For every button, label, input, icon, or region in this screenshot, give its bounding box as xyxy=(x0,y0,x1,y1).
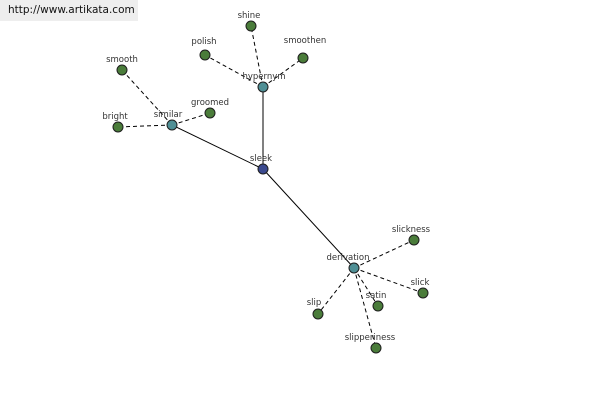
node-polish[interactable] xyxy=(199,49,211,61)
edge-derivation-slip xyxy=(317,267,355,315)
node-hypernym[interactable] xyxy=(257,81,269,93)
dashed-edges xyxy=(117,25,424,349)
solid-edges xyxy=(171,87,355,269)
node-satin[interactable] xyxy=(372,300,384,312)
node-smoothen[interactable] xyxy=(297,52,309,64)
node-groomed[interactable] xyxy=(204,107,216,119)
edge-hypernym-polish xyxy=(204,54,264,88)
edge-hypernym-shine xyxy=(250,25,264,88)
source-url[interactable]: http://www.artikata.com xyxy=(0,0,138,21)
category-nodes xyxy=(166,81,360,274)
edge-sleek-derivation xyxy=(262,168,355,269)
label-slick: slick xyxy=(411,278,430,288)
label-satin: satin xyxy=(366,291,387,301)
node-derivation[interactable] xyxy=(348,262,360,274)
node-shine[interactable] xyxy=(245,20,257,32)
label-smooth: smooth xyxy=(106,55,138,65)
label-slipperiness: slipperiness xyxy=(345,333,396,343)
label-groomed: groomed xyxy=(191,98,229,108)
label-derivation: derivation xyxy=(326,253,369,263)
node-similar[interactable] xyxy=(166,119,178,131)
edge-derivation-slick xyxy=(353,267,424,294)
label-slickness: slickness xyxy=(392,225,431,235)
edge-hypernym-smoothen xyxy=(262,57,304,88)
node-slickness[interactable] xyxy=(408,234,420,246)
label-smoothen: smoothen xyxy=(284,36,326,46)
node-bright[interactable] xyxy=(112,121,124,133)
node-slick[interactable] xyxy=(417,287,429,299)
label-slip: slip xyxy=(307,298,322,308)
label-hypernym: hypernym xyxy=(242,72,285,82)
label-shine: shine xyxy=(238,11,261,21)
label-sleek: sleek xyxy=(250,154,272,164)
node-sleek[interactable] xyxy=(257,163,269,175)
word-nodes xyxy=(112,20,429,354)
node-slip[interactable] xyxy=(312,308,324,320)
node-slipperiness[interactable] xyxy=(370,342,382,354)
edge-similar-smooth xyxy=(121,69,173,126)
edge-similar-bright xyxy=(117,124,173,128)
edge-sleek-similar xyxy=(171,124,264,170)
node-labels: sleek hypernym similar derivation shine … xyxy=(102,11,430,343)
node-smooth[interactable] xyxy=(116,64,128,76)
label-similar: similar xyxy=(154,110,183,120)
label-bright: bright xyxy=(102,112,128,122)
label-polish: polish xyxy=(191,37,216,47)
edge-derivation-satin xyxy=(353,267,379,307)
